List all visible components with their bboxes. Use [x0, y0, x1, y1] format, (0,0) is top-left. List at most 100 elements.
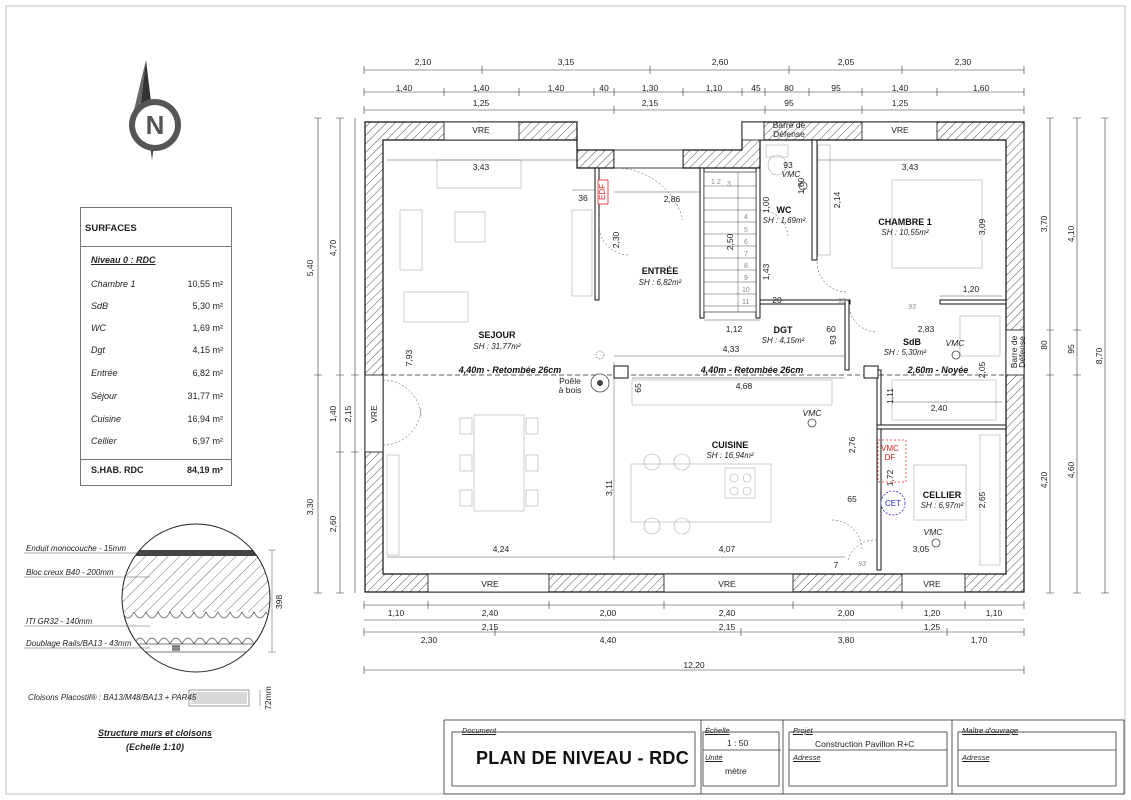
- svg-text:VMC: VMC: [782, 169, 802, 179]
- svg-text:2,15: 2,15: [482, 622, 499, 632]
- exterior-walls: [364, 121, 1025, 593]
- svg-text:45: 45: [751, 83, 761, 93]
- svg-text:2,40: 2,40: [719, 608, 736, 618]
- svg-text:1,70: 1,70: [971, 635, 988, 645]
- svg-text:1,20: 1,20: [963, 284, 980, 294]
- svg-text:40: 40: [599, 83, 609, 93]
- svg-text:VRE: VRE: [369, 405, 379, 423]
- svg-text:3,80: 3,80: [838, 635, 855, 645]
- furniture: [386, 144, 1001, 566]
- stove-icon: Poêle à bois: [559, 350, 610, 395]
- svg-text:Défense: Défense: [1017, 336, 1027, 368]
- svg-text:80: 80: [1039, 340, 1049, 350]
- svg-text:80: 80: [784, 83, 794, 93]
- surfaces-level: Niveau 0 : RDC: [91, 255, 156, 265]
- svg-text:2,05: 2,05: [977, 361, 987, 378]
- svg-text:10: 10: [742, 287, 750, 294]
- structure-caption: Structure murs et cloisons (Echelle 1:10…: [97, 728, 213, 752]
- svg-text:1,40: 1,40: [548, 83, 565, 93]
- svg-text:VRE: VRE: [891, 125, 909, 135]
- svg-text:à bois: à bois: [559, 385, 582, 395]
- svg-text:3,09: 3,09: [977, 218, 987, 235]
- svg-text:5,40: 5,40: [305, 259, 315, 276]
- compass-letter: N: [146, 110, 165, 140]
- svg-text:95: 95: [831, 83, 841, 93]
- svg-text:2,30: 2,30: [611, 231, 621, 248]
- svg-text:VMC: VMC: [803, 408, 823, 418]
- svg-text:1,40: 1,40: [328, 405, 338, 422]
- svg-text:2,60m - Noyée: 2,60m - Noyée: [907, 365, 969, 375]
- svg-text:6: 6: [744, 239, 748, 246]
- svg-text:SH : 5,30m²: SH : 5,30m²: [884, 348, 927, 357]
- staircase: 1 2 3 4 5 6 7 8 9 10 11: [703, 171, 757, 313]
- svg-text:12,20: 12,20: [683, 660, 705, 670]
- svg-text:1,10: 1,10: [388, 608, 405, 618]
- svg-text:2,50: 2,50: [725, 233, 735, 250]
- svg-text:93: 93: [838, 298, 846, 305]
- interior-partitions: [594, 139, 1007, 571]
- svg-text:4,70: 4,70: [328, 239, 338, 256]
- svg-text:2,15: 2,15: [719, 622, 736, 632]
- svg-text:4: 4: [744, 214, 748, 221]
- svg-text:Cloisons Placostil® : BA13/M48: Cloisons Placostil® : BA13/M48/BA13 + PA…: [28, 693, 197, 702]
- room-cuisine: CUISINE: [712, 440, 749, 450]
- svg-text:1,10: 1,10: [986, 608, 1003, 618]
- svg-text:1,10: 1,10: [706, 83, 723, 93]
- svg-text:11: 11: [742, 299, 749, 306]
- svg-text:4,10: 4,10: [1066, 225, 1076, 242]
- svg-text:SH : 6,82m²: SH : 6,82m²: [639, 278, 682, 287]
- svg-text:1,60: 1,60: [973, 83, 990, 93]
- svg-text:1,12: 1,12: [726, 324, 743, 334]
- svg-text:ITI GR32 - 140mm: ITI GR32 - 140mm: [26, 617, 93, 626]
- svg-text:3,43: 3,43: [902, 162, 919, 172]
- svg-text:4,33: 4,33: [723, 344, 740, 354]
- surfaces-title: SURFACES: [85, 223, 137, 234]
- edf-panel: EDF: [597, 179, 609, 205]
- svg-text:3,15: 3,15: [558, 57, 575, 67]
- svg-text:Doublage Rails/BA13 - 43mm: Doublage Rails/BA13 - 43mm: [26, 639, 132, 648]
- room-sejour: SEJOUR: [478, 330, 516, 340]
- svg-text:2,14: 2,14: [832, 191, 842, 208]
- svg-text:93: 93: [828, 335, 838, 345]
- svg-text:VMC: VMC: [924, 527, 944, 537]
- svg-text:1,40: 1,40: [892, 83, 909, 93]
- svg-text:SH : 1,69m²: SH : 1,69m²: [763, 216, 806, 225]
- svg-text:1,25: 1,25: [892, 98, 909, 108]
- svg-text:4,68: 4,68: [736, 381, 753, 391]
- svg-text:SH : 4,15m²: SH : 4,15m²: [762, 336, 805, 345]
- svg-text:VRE: VRE: [472, 125, 490, 135]
- svg-text:2,15: 2,15: [343, 405, 353, 422]
- north-arrow-icon: N: [129, 60, 181, 160]
- svg-text:Barre de: Barre de: [773, 120, 806, 130]
- svg-text:SH : 10,55m²: SH : 10,55m²: [881, 228, 928, 237]
- svg-text:2,40: 2,40: [482, 608, 499, 618]
- door-swings: [382, 167, 878, 561]
- svg-text:4,40m - Retombée 26cm: 4,40m - Retombée 26cm: [700, 365, 804, 375]
- svg-text:CET: CET: [885, 499, 901, 508]
- svg-text:2,86: 2,86: [664, 194, 681, 204]
- svg-text:95: 95: [1066, 344, 1076, 354]
- svg-text:9: 9: [744, 275, 748, 282]
- svg-text:2,60: 2,60: [712, 57, 729, 67]
- svg-text:3: 3: [727, 181, 731, 188]
- svg-text:5: 5: [744, 227, 748, 234]
- svg-text:EDF: EDF: [598, 184, 607, 200]
- svg-text:SH : 6,97m²: SH : 6,97m²: [921, 501, 964, 510]
- svg-text:93: 93: [858, 561, 866, 568]
- svg-text:Barre de: Barre de: [1009, 335, 1019, 368]
- svg-text:2,83: 2,83: [918, 324, 935, 334]
- svg-text:VMC: VMC: [881, 444, 899, 453]
- scale-value: 1 : 50: [727, 738, 749, 748]
- svg-text:60: 60: [826, 324, 836, 334]
- left-dimensions: 5,40 4,70 1,40 2,15 3,30 2,60: [305, 117, 359, 594]
- svg-text:93: 93: [908, 304, 916, 311]
